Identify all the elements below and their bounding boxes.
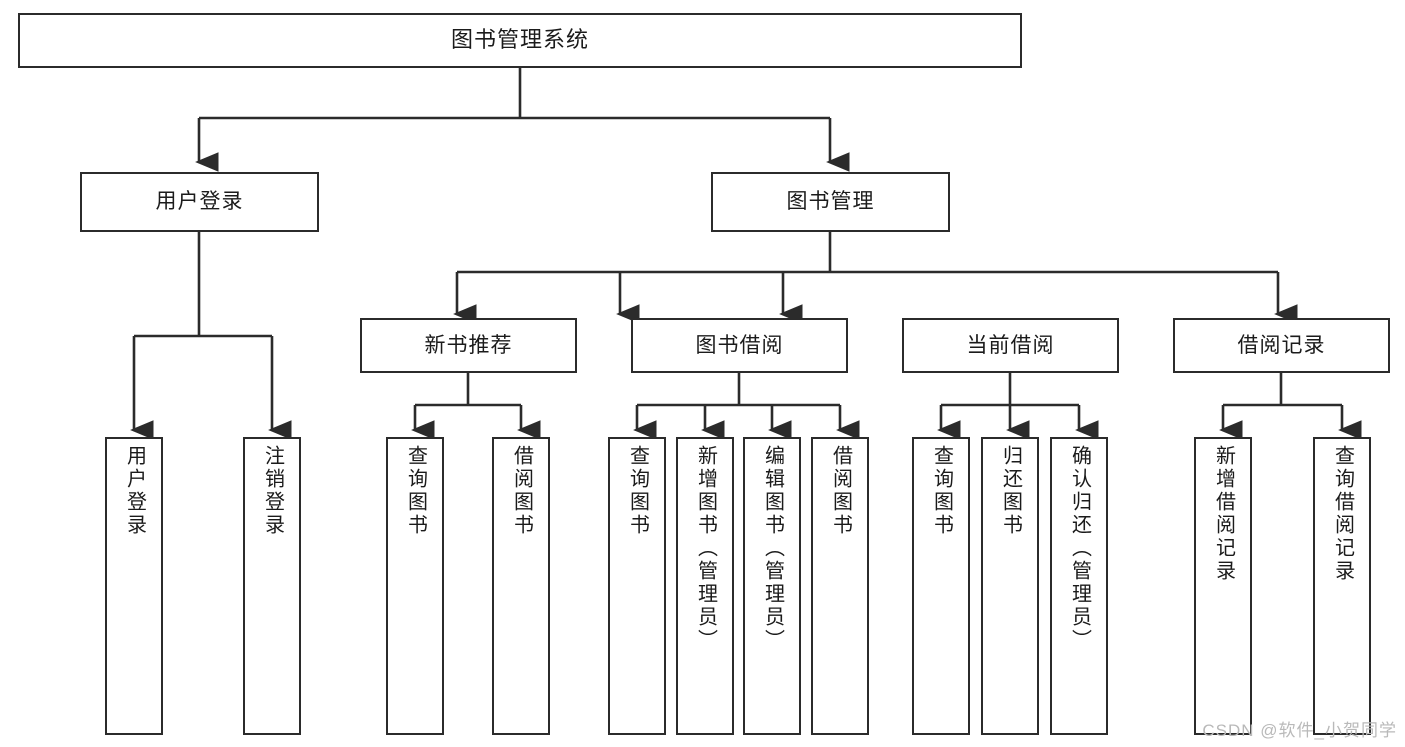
node-label: 查询借阅记录 [1331,445,1354,583]
node-label: 借阅图书 [510,445,533,537]
node-label: 确认归还（管理员） [1068,445,1091,652]
node-label: 用户登录 [155,190,244,214]
leaf-book-borrow-edit[interactable]: 编辑图书（管理员） [743,437,801,735]
node-user-login[interactable]: 用户登录 [80,172,319,232]
node-new-book-recommend[interactable]: 新书推荐 [360,318,577,373]
watermark: CSDN @软件_小贺同学 [1202,721,1397,740]
node-current-borrow[interactable]: 当前借阅 [902,318,1119,373]
node-label: 查询图书 [930,445,953,537]
leaf-borrow-record-query[interactable]: 查询借阅记录 [1313,437,1371,735]
leaf-book-borrow-borrow[interactable]: 借阅图书 [811,437,869,735]
node-label: 新书推荐 [424,333,513,357]
node-label: 归还图书 [999,445,1022,537]
leaf-current-borrow-return[interactable]: 归还图书 [981,437,1039,735]
node-label: 新增图书（管理员） [694,445,717,652]
node-book-management[interactable]: 图书管理 [711,172,950,232]
node-label: 用户登录 [123,445,146,537]
node-label: 当前借阅 [966,333,1055,357]
leaf-current-borrow-confirm-return[interactable]: 确认归还（管理员） [1050,437,1108,735]
node-borrow-record[interactable]: 借阅记录 [1173,318,1390,373]
node-label: 图书管理 [786,190,875,214]
leaf-new-book-borrow[interactable]: 借阅图书 [492,437,550,735]
node-label: 图书借阅 [695,333,784,357]
leaf-new-book-query[interactable]: 查询图书 [386,437,444,735]
leaf-user-login-logout[interactable]: 注销登录 [243,437,301,735]
node-label: 查询图书 [626,445,649,537]
node-label: 借阅图书 [829,445,852,537]
node-root-system[interactable]: 图书管理系统 [18,13,1022,68]
node-label: 查询图书 [404,445,427,537]
leaf-book-borrow-add[interactable]: 新增图书（管理员） [676,437,734,735]
leaf-borrow-record-add[interactable]: 新增借阅记录 [1194,437,1252,735]
node-label: 编辑图书（管理员） [761,445,784,652]
node-label: 借阅记录 [1237,333,1326,357]
node-label: 注销登录 [261,445,284,537]
leaf-user-login-login[interactable]: 用户登录 [105,437,163,735]
node-book-borrow[interactable]: 图书借阅 [631,318,848,373]
leaf-current-borrow-query[interactable]: 查询图书 [912,437,970,735]
leaf-book-borrow-query[interactable]: 查询图书 [608,437,666,735]
node-label: 图书管理系统 [450,27,589,53]
node-label: 新增借阅记录 [1212,445,1235,583]
